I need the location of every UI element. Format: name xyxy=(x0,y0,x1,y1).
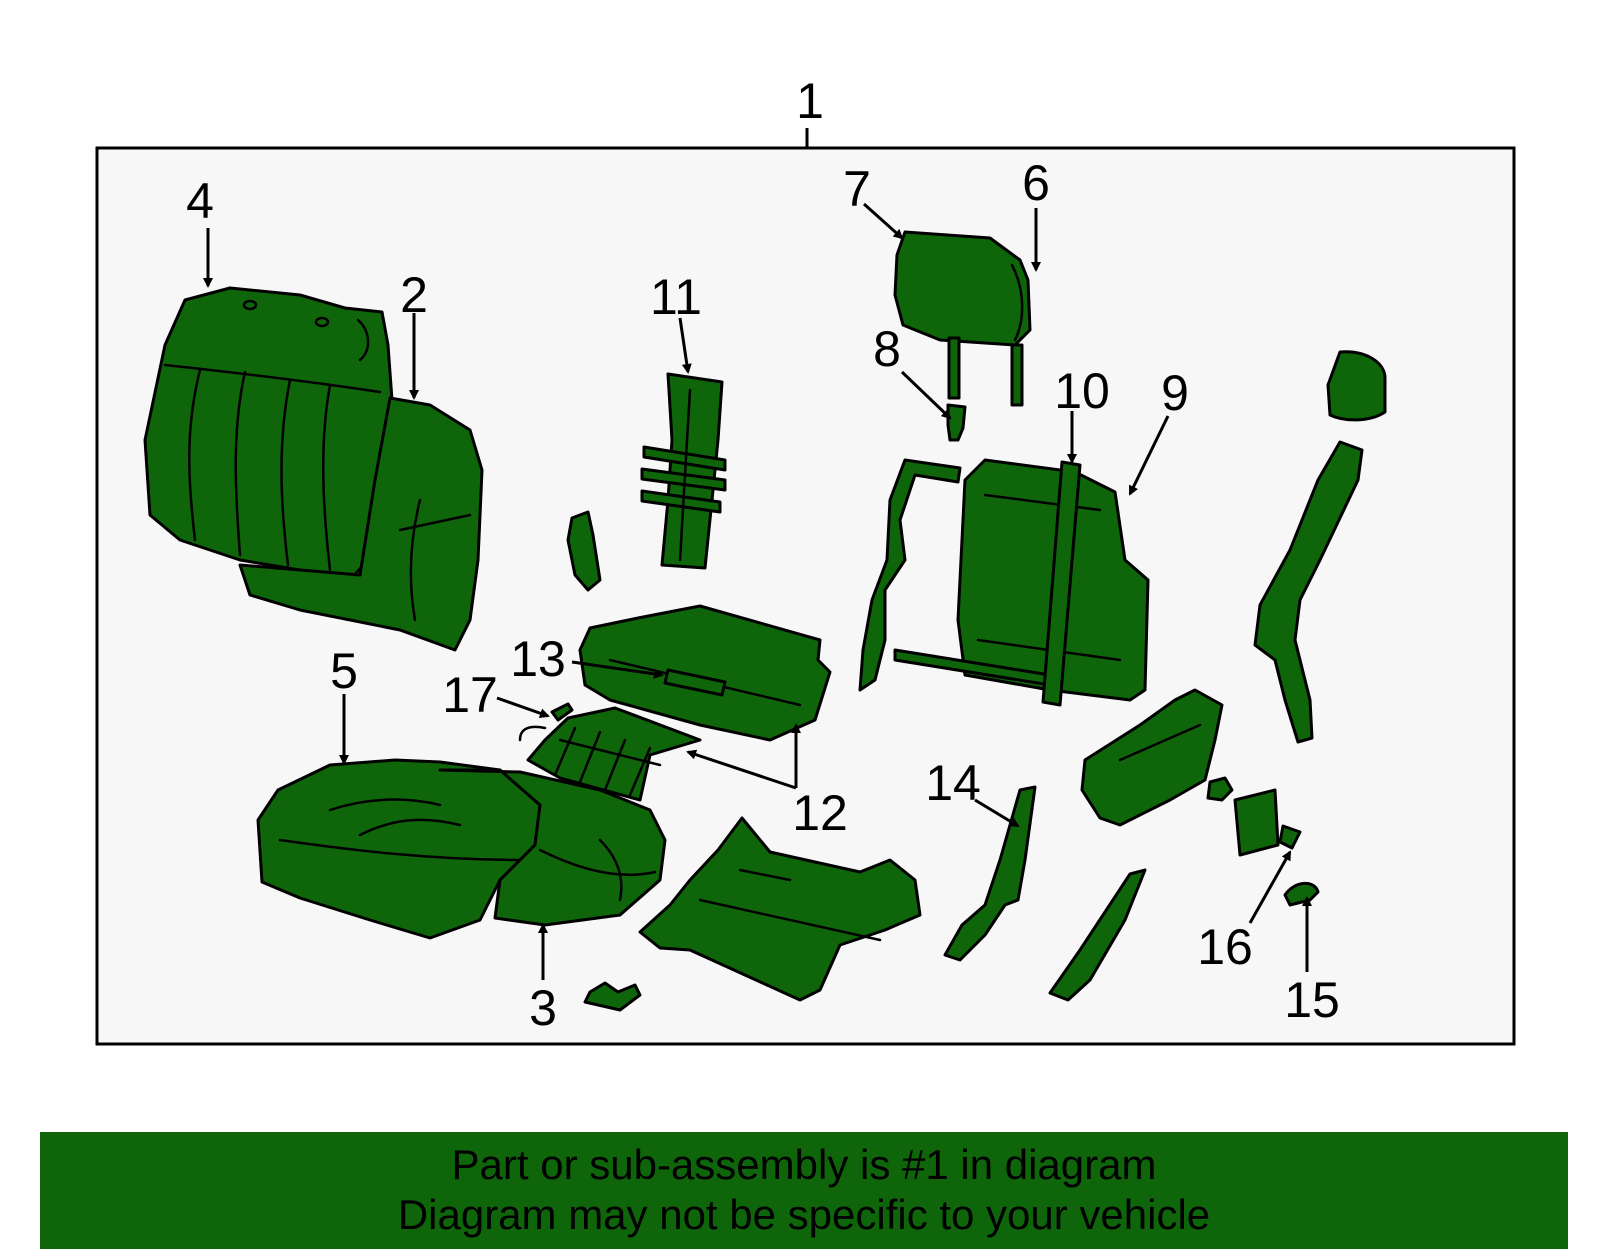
seat-back-cover-part[interactable] xyxy=(143,286,394,582)
seat-spring-part[interactable] xyxy=(518,706,702,802)
side-shield-part[interactable] xyxy=(1080,688,1224,827)
callout-15: 15 xyxy=(1284,972,1340,1028)
callout-13: 13 xyxy=(510,631,566,687)
leader-12b xyxy=(686,749,797,790)
headrest-guide-part[interactable] xyxy=(946,403,967,442)
leader-8 xyxy=(900,370,952,420)
callout-7: 7 xyxy=(843,161,871,217)
disclaimer-banner: Part or sub-assembly is #1 in diagram Di… xyxy=(40,1132,1568,1249)
lumbar-support-part[interactable] xyxy=(640,372,727,570)
small-bracket-part[interactable] xyxy=(566,510,602,592)
banner-line-2: Diagram may not be specific to your vehi… xyxy=(397,1191,1211,1238)
callout-12: 12 xyxy=(792,785,848,841)
small-clip-part[interactable] xyxy=(583,981,642,1012)
callout-6: 6 xyxy=(1022,155,1050,211)
leader-9 xyxy=(1128,415,1170,496)
seat-cushion-frame-part[interactable] xyxy=(578,604,832,742)
seat-cushion-pad-part[interactable] xyxy=(438,768,667,927)
leader-16 xyxy=(1248,850,1292,924)
callout-2: 2 xyxy=(400,267,428,323)
leader-11 xyxy=(678,317,692,374)
switch-bezel-part[interactable] xyxy=(1206,776,1302,857)
leader-7 xyxy=(862,202,904,240)
callout-17: 17 xyxy=(442,667,498,723)
side-bracket-part[interactable] xyxy=(943,785,1037,962)
seat-back-frame-part[interactable] xyxy=(858,458,1150,702)
callout-16: 16 xyxy=(1197,919,1253,975)
callout-5: 5 xyxy=(330,643,358,699)
callout-14: 14 xyxy=(925,755,981,811)
leader-17 xyxy=(496,696,550,719)
callout-8: 8 xyxy=(873,321,901,377)
callout-9: 9 xyxy=(1161,365,1189,421)
banner-line-1: Part or sub-assembly is #1 in diagram xyxy=(451,1141,1157,1188)
lower-rail-part[interactable] xyxy=(1048,868,1147,1002)
leader-14 xyxy=(974,798,1020,828)
parts-diagram: 1 4 2 11 7 6 8 10 9 13 17 5 12 14 3 16 1… xyxy=(95,73,1516,1046)
seat-back-rail-part[interactable] xyxy=(1041,460,1082,707)
seat-back-pad-part[interactable] xyxy=(238,396,484,652)
callout-1: 1 xyxy=(796,73,824,129)
side-trim-part[interactable] xyxy=(1253,350,1387,744)
callout-11: 11 xyxy=(650,269,702,325)
wire-harness-part[interactable] xyxy=(550,702,574,722)
callout-3: 3 xyxy=(529,980,557,1036)
seat-adjuster-part[interactable] xyxy=(638,816,922,1002)
leader-13 xyxy=(571,660,664,679)
headrest-part[interactable] xyxy=(893,230,1032,407)
callout-4: 4 xyxy=(186,173,214,229)
callout-10: 10 xyxy=(1054,363,1110,419)
